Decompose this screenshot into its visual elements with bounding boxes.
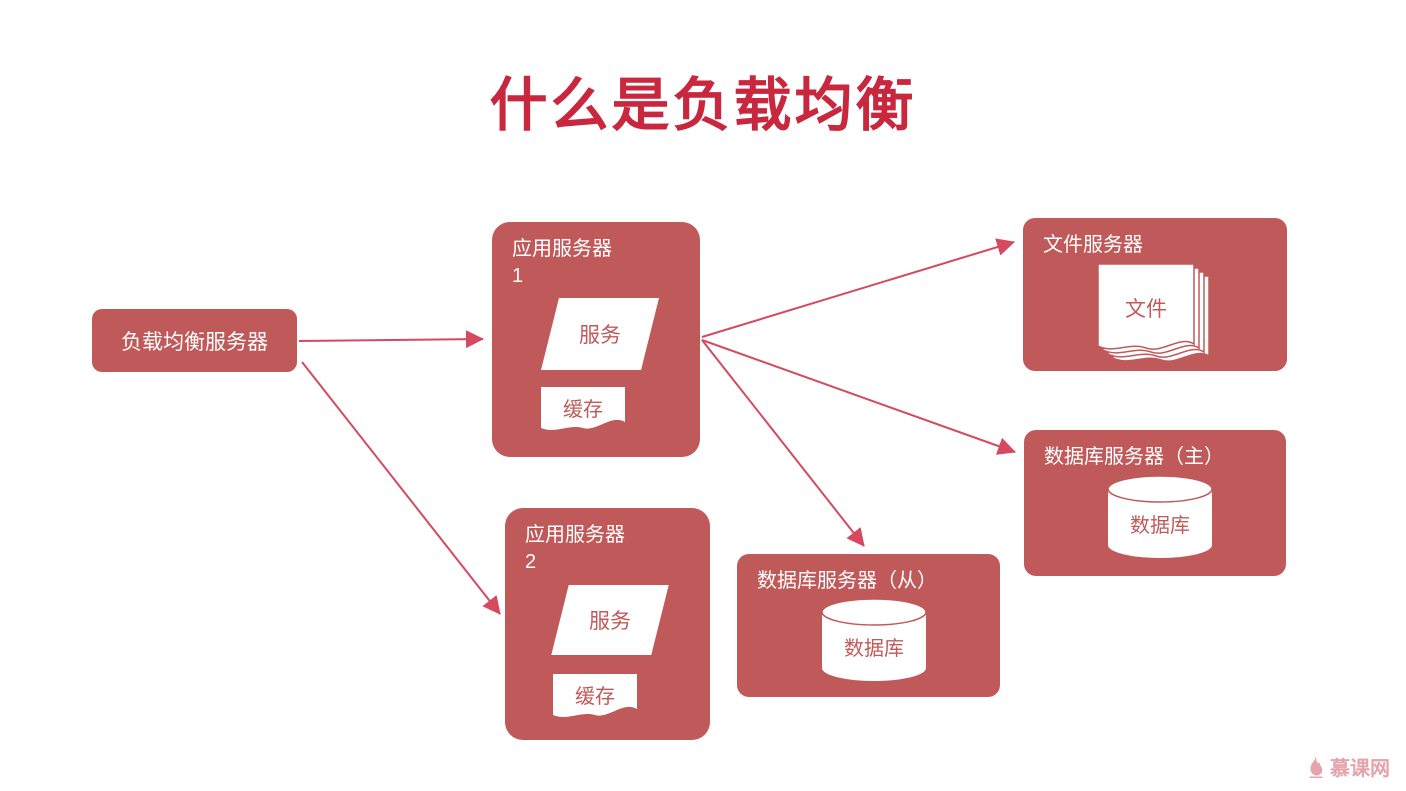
service-parallelogram-1: 服务 [541, 298, 659, 370]
node-app-server-1: 应用服务器 1 服务 缓存 [492, 222, 700, 457]
app-server-1-label: 应用服务器 1 [512, 236, 612, 290]
db-slave-label: 数据库服务器（从） [757, 570, 937, 592]
arrow-lb-to-app2 [301, 361, 501, 615]
app-server-2-label: 应用服务器 2 [525, 522, 625, 576]
arrow-app1-to-db-slave [701, 339, 865, 547]
file-icon-label: 文件 [1125, 298, 1167, 321]
cache-label-2: 缓存 [575, 685, 615, 708]
cache-label-1: 缓存 [563, 398, 603, 421]
database-cylinder-icon-slave: 数据库 [821, 598, 927, 681]
app-server-2-title: 应用服务器 [525, 524, 625, 546]
app-server-1-number: 1 [512, 265, 524, 287]
service-label-2: 服务 [589, 610, 631, 633]
cache-flag-icon-1: 缓存 [541, 387, 625, 430]
flame-icon [1309, 754, 1323, 778]
cache-flag-icon-2: 缓存 [553, 674, 637, 717]
imooc-watermark: 慕课网 [1307, 752, 1390, 781]
db-slave-icon-label: 数据库 [844, 637, 904, 660]
app-server-2-number: 2 [525, 551, 537, 573]
db-master-icon-label: 数据库 [1130, 514, 1190, 537]
arrow-app1-to-file-server [701, 238, 1015, 338]
file-server-label: 文件服务器 [1043, 234, 1143, 256]
arrow-app1-to-db-master [701, 339, 1016, 455]
service-parallelogram-2: 服务 [551, 585, 669, 655]
node-file-server: 文件服务器 文件 [1023, 218, 1287, 371]
page-title: 什么是负载均衡 [489, 73, 917, 138]
node-db-master: 数据库服务器（主） 数据库 [1024, 430, 1286, 576]
load-balancer-label: 负载均衡服务器 [121, 330, 268, 354]
node-load-balancer: 负载均衡服务器 [92, 309, 297, 372]
watermark-text: 慕课网 [1330, 758, 1390, 780]
node-db-slave: 数据库服务器（从） 数据库 [737, 554, 1000, 697]
node-app-server-2: 应用服务器 2 服务 缓存 [505, 508, 710, 740]
file-stack-icon: 文件 [1098, 264, 1210, 362]
database-cylinder-icon-master: 数据库 [1107, 475, 1213, 558]
arrow-lb-to-app1 [298, 330, 484, 349]
app-server-1-title: 应用服务器 [512, 238, 612, 260]
db-master-label: 数据库服务器（主） [1044, 446, 1224, 468]
service-label-1: 服务 [579, 324, 621, 347]
